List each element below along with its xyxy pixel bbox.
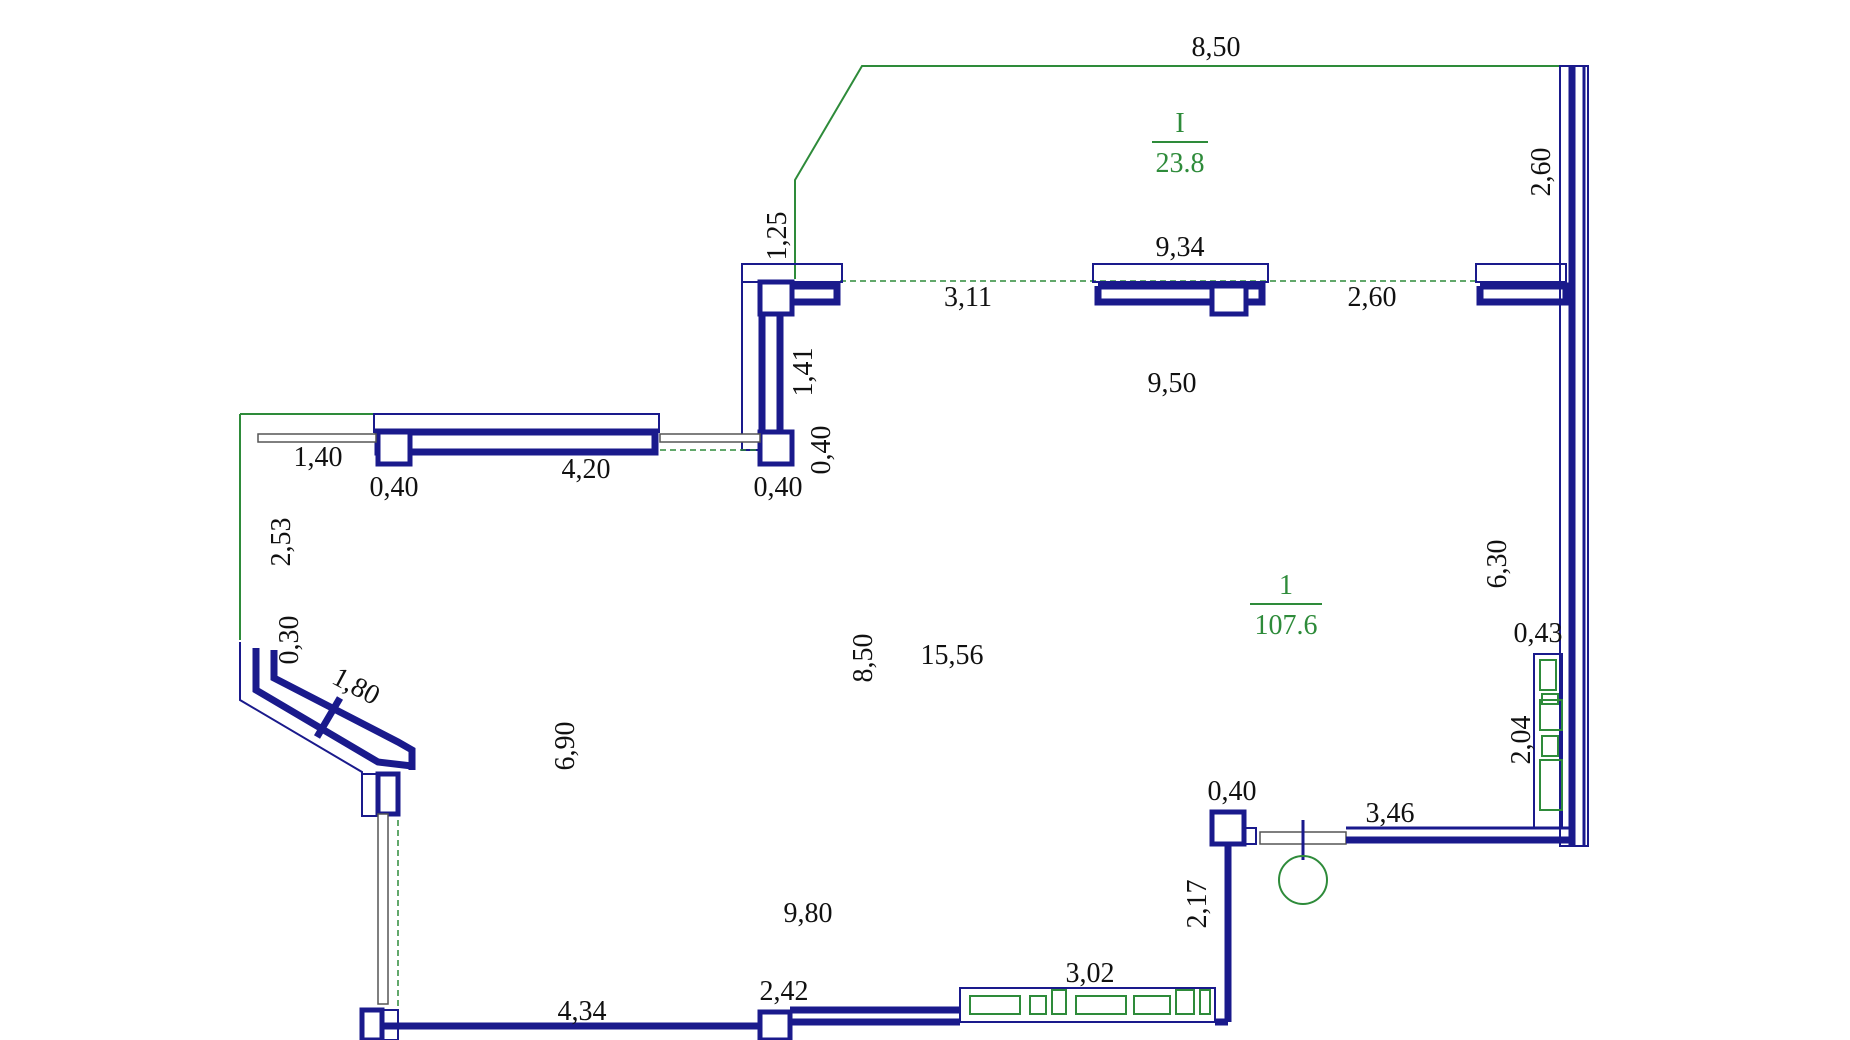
dimension-label: 3,11 [944, 282, 992, 313]
dimension-label: 1,40 [294, 442, 343, 473]
dimension-label: 3,02 [1066, 958, 1115, 989]
dimension-label: 8,50 [848, 634, 879, 683]
right-wall [1559, 65, 1589, 847]
dimension-labels: 8,50 2,60 1,25 9,34 3,11 2,60 1,41 9,50 … [266, 32, 1563, 1027]
dimension-label: 0,43 [1514, 618, 1563, 649]
dimension-label: 0,40 [806, 426, 837, 475]
bottom-right-wall [1209, 809, 1572, 1022]
dimension-label: 6,30 [1482, 540, 1513, 589]
dimension-label: 4,34 [558, 996, 607, 1027]
bottom-fixtures [969, 989, 1211, 1015]
dimension-label: 0,40 [1208, 776, 1257, 807]
dimension-label: 0,40 [754, 472, 803, 503]
dimension-label: 2,17 [1182, 880, 1213, 929]
dimension-label: 9,80 [784, 898, 833, 929]
upper-left-wall [257, 413, 761, 467]
dimension-label: 9,34 [1156, 232, 1205, 263]
dimension-label: 3,46 [1366, 798, 1415, 829]
dimension-label: 2,53 [266, 518, 297, 567]
dimension-label: 15,56 [921, 640, 984, 671]
upper-wall [741, 263, 1570, 317]
dimension-label: 4,20 [562, 454, 611, 485]
dimension-label: 2,04 [1506, 716, 1537, 765]
dimension-label: 2,60 [1526, 148, 1557, 197]
dimension-label: 8,50 [1192, 32, 1241, 63]
balcony-outline [239, 65, 1570, 1010]
dimension-label: 2,60 [1348, 282, 1397, 313]
bottom-wall [359, 987, 1228, 1040]
riser-circle [1278, 855, 1328, 905]
room-label-balcony: I 23.8 [1152, 108, 1208, 179]
dimension-label: 1,41 [788, 348, 819, 397]
room-label-main: 1 107.6 [1250, 570, 1322, 641]
room-area: 107.6 [1255, 610, 1318, 641]
dimension-label: 0,30 [274, 616, 305, 665]
dimension-label: 0,40 [370, 472, 419, 503]
room-area: 23.8 [1156, 148, 1205, 179]
dimension-label: 9,50 [1148, 368, 1197, 399]
right-fixtures [1533, 653, 1563, 829]
left-angled-wall [239, 642, 416, 1005]
dimension-label: 2,42 [760, 976, 809, 1007]
dimension-label: 1,25 [762, 212, 793, 261]
room-number: I [1175, 108, 1184, 139]
dimension-label: 6,90 [550, 722, 581, 771]
room-number: 1 [1279, 570, 1293, 601]
